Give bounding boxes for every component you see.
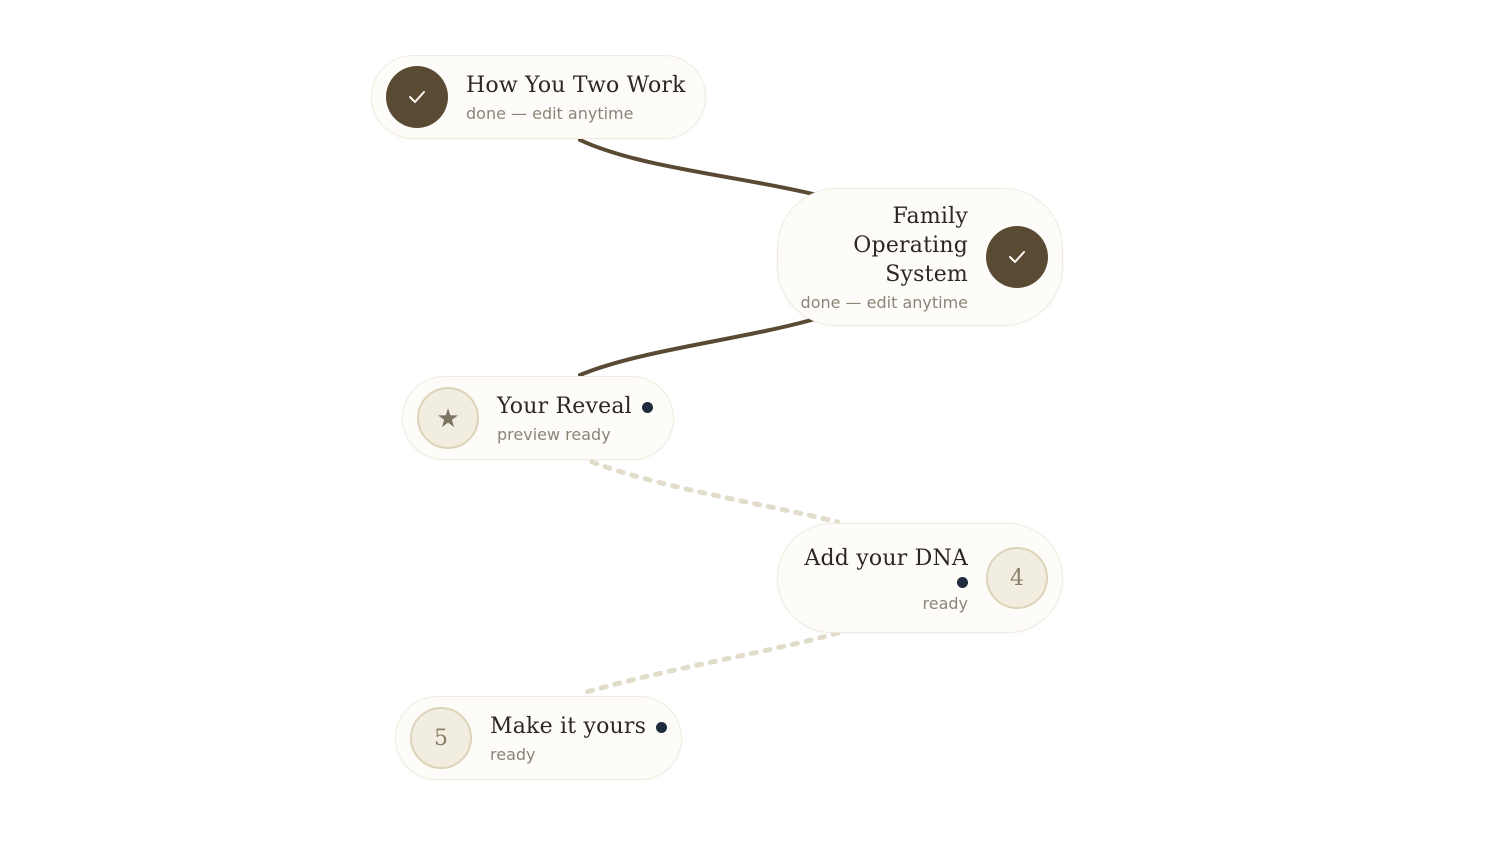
connector-1-2-done: [578, 138, 819, 197]
new-indicator-dot: [957, 576, 968, 588]
step-title: How You Two Work: [466, 73, 686, 98]
check-icon: [1009, 251, 1025, 263]
step-number: 4: [1010, 565, 1024, 591]
connector-4-5-pending: [577, 630, 841, 697]
step-node-family-operating-system[interactable]: Family Operating System done — edit anyt…: [777, 188, 1063, 326]
step-title: Your Reveal: [497, 394, 632, 419]
check-icon: [409, 91, 425, 103]
step-status: ready: [922, 593, 969, 613]
step-node-how-you-two-work[interactable]: How You Two Work done — edit anytime: [371, 55, 706, 139]
step-title-line: System: [885, 262, 968, 287]
step-status: done — edit anytime: [466, 104, 634, 123]
step-title: Family Operating System: [853, 202, 968, 289]
connector-3-4-pending: [589, 459, 841, 525]
step-node-make-it-yours[interactable]: 5 Make it yours ready: [395, 696, 682, 780]
step-number: 5: [434, 725, 448, 751]
step-badge-number: 5: [410, 707, 472, 769]
step-badge-star: ★: [417, 387, 479, 449]
step-title-line: Family: [892, 204, 968, 229]
connector-2-3-done: [578, 317, 817, 377]
new-indicator-dot: [641, 401, 653, 413]
step-status: ready: [490, 745, 536, 764]
step-node-your-reveal[interactable]: ★ Your Reveal preview ready: [402, 376, 674, 460]
new-indicator-dot: [656, 721, 668, 733]
step-title: Add your DNA: [804, 545, 968, 571]
step-status: preview ready: [497, 425, 611, 444]
star-icon: ★: [436, 403, 460, 433]
step-title: Make it yours: [490, 714, 647, 739]
step-badge-number: 4: [986, 547, 1048, 609]
step-status: done — edit anytime: [800, 293, 968, 312]
step-badge-done: [386, 66, 448, 128]
step-node-add-your-dna[interactable]: Add your DNA ready 4: [777, 523, 1063, 633]
step-title-line: Operating: [853, 233, 968, 258]
step-badge-done: [986, 226, 1048, 288]
